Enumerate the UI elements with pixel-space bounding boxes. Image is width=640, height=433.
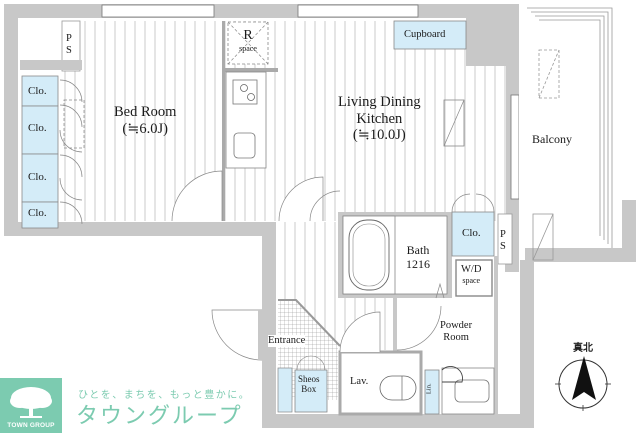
cupboard xyxy=(393,20,467,50)
bedroom-label: Bed Room (≒6.0J) xyxy=(114,104,177,137)
cupboard-label: Cupboard xyxy=(404,29,446,40)
bath-label: Bath 1216 xyxy=(406,243,430,271)
town-group-logo: TOWN GROUP xyxy=(0,378,62,433)
shoes-box-label: Sheos Box xyxy=(298,374,320,395)
wd-space-label: W/D space xyxy=(461,264,482,286)
ldk-label: Living Dining Kitchen (≒10.0J) xyxy=(338,94,421,144)
tree-icon xyxy=(10,387,52,418)
ps-label-1: P S xyxy=(66,33,72,57)
closet-label-4: Clo. xyxy=(28,207,47,219)
entrance-label: Entrance xyxy=(268,335,306,348)
north-compass xyxy=(555,356,611,411)
powder-room-label: Powder Room xyxy=(440,320,473,344)
closets xyxy=(21,75,59,229)
closet-label-1: Clo. xyxy=(28,85,47,97)
balcony xyxy=(527,7,613,261)
brand-name: タウングループ xyxy=(76,404,243,429)
brand-tagline: ひとを、まちを、もっと豊かに。 xyxy=(78,390,251,401)
ps-label-2: P S xyxy=(500,229,506,253)
windows xyxy=(101,4,520,200)
balcony-label: Balcony xyxy=(532,132,572,146)
closet-label-2: Clo. xyxy=(28,122,47,134)
closet-label-3: Clo. xyxy=(28,171,47,183)
lavatory-label: Lav. xyxy=(350,376,369,387)
linen-label: Lin. xyxy=(425,383,433,395)
r-space-label: R space xyxy=(239,28,257,54)
closet-label-5: Clo. xyxy=(462,227,481,239)
north-label: 真北 xyxy=(573,343,593,354)
